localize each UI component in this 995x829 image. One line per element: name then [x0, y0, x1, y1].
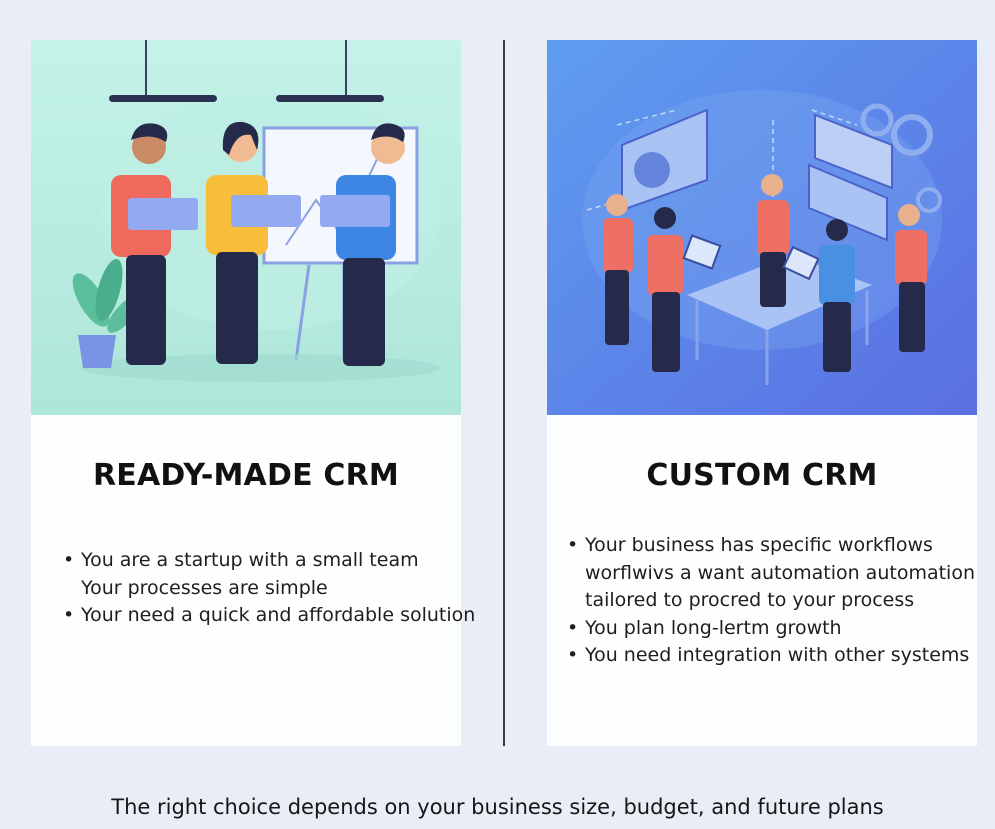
ready-made-crm-title: READY-MADE CRM: [93, 458, 399, 493]
bullet-dot-icon: •: [567, 534, 579, 556]
vertical-divider: [503, 40, 505, 746]
footer-caption: The right choice depends on your busines…: [111, 795, 884, 819]
ready-made-crm-card: READY-MADE CRM • You are a startup with a…: [31, 40, 475, 746]
custom-crm-title: CUSTOM CRM: [646, 458, 878, 493]
bullet-dot-icon: •: [567, 644, 579, 666]
bullet-text: You plan long-lertm growth: [585, 616, 842, 639]
bullet-text: worflwivs a want automation automation: [585, 561, 975, 584]
ready-made-crm-bullet-list: • You are a startup with a small team You…: [63, 547, 475, 630]
bullet-item: Your processes are simple: [63, 575, 451, 603]
bullet-item: • You plan long-lertm growth: [567, 615, 967, 643]
bullet-text: You are a startup with a small team: [81, 549, 419, 571]
bullet-text: Your business has specific workflows: [585, 534, 933, 556]
bullet-dot-icon: •: [63, 549, 75, 571]
bullet-item: • Your business has specific workflows: [567, 532, 967, 560]
custom-crm-bullet-list: • Your business has specific workflows wo…: [567, 532, 975, 670]
isometric-team-dashboard-illustration: [547, 40, 977, 415]
bullet-text: tailored to procred to your process: [585, 589, 915, 611]
bullet-dot-icon: •: [567, 616, 579, 639]
bullet-text: You need integration with other systems: [585, 644, 970, 666]
bullet-item: • Your need a quick and affordable soluti…: [63, 602, 475, 630]
bullet-text: Your need a quick and affordable solutio…: [81, 604, 476, 626]
bullet-item: • You are a startup with a small team: [63, 547, 451, 575]
bullet-item: worflwivs a want automation automation: [567, 560, 975, 588]
custom-crm-card: CUSTOM CRM • Your business has specific w…: [547, 40, 977, 746]
bullet-item: tailored to procred to your process: [567, 587, 967, 615]
bullet-text: Your processes are simple: [81, 576, 328, 599]
bullet-dot-icon: •: [63, 604, 75, 626]
team-with-laptops-illustration: [31, 40, 461, 415]
bullet-item: • You need integration with other systems: [567, 642, 970, 670]
